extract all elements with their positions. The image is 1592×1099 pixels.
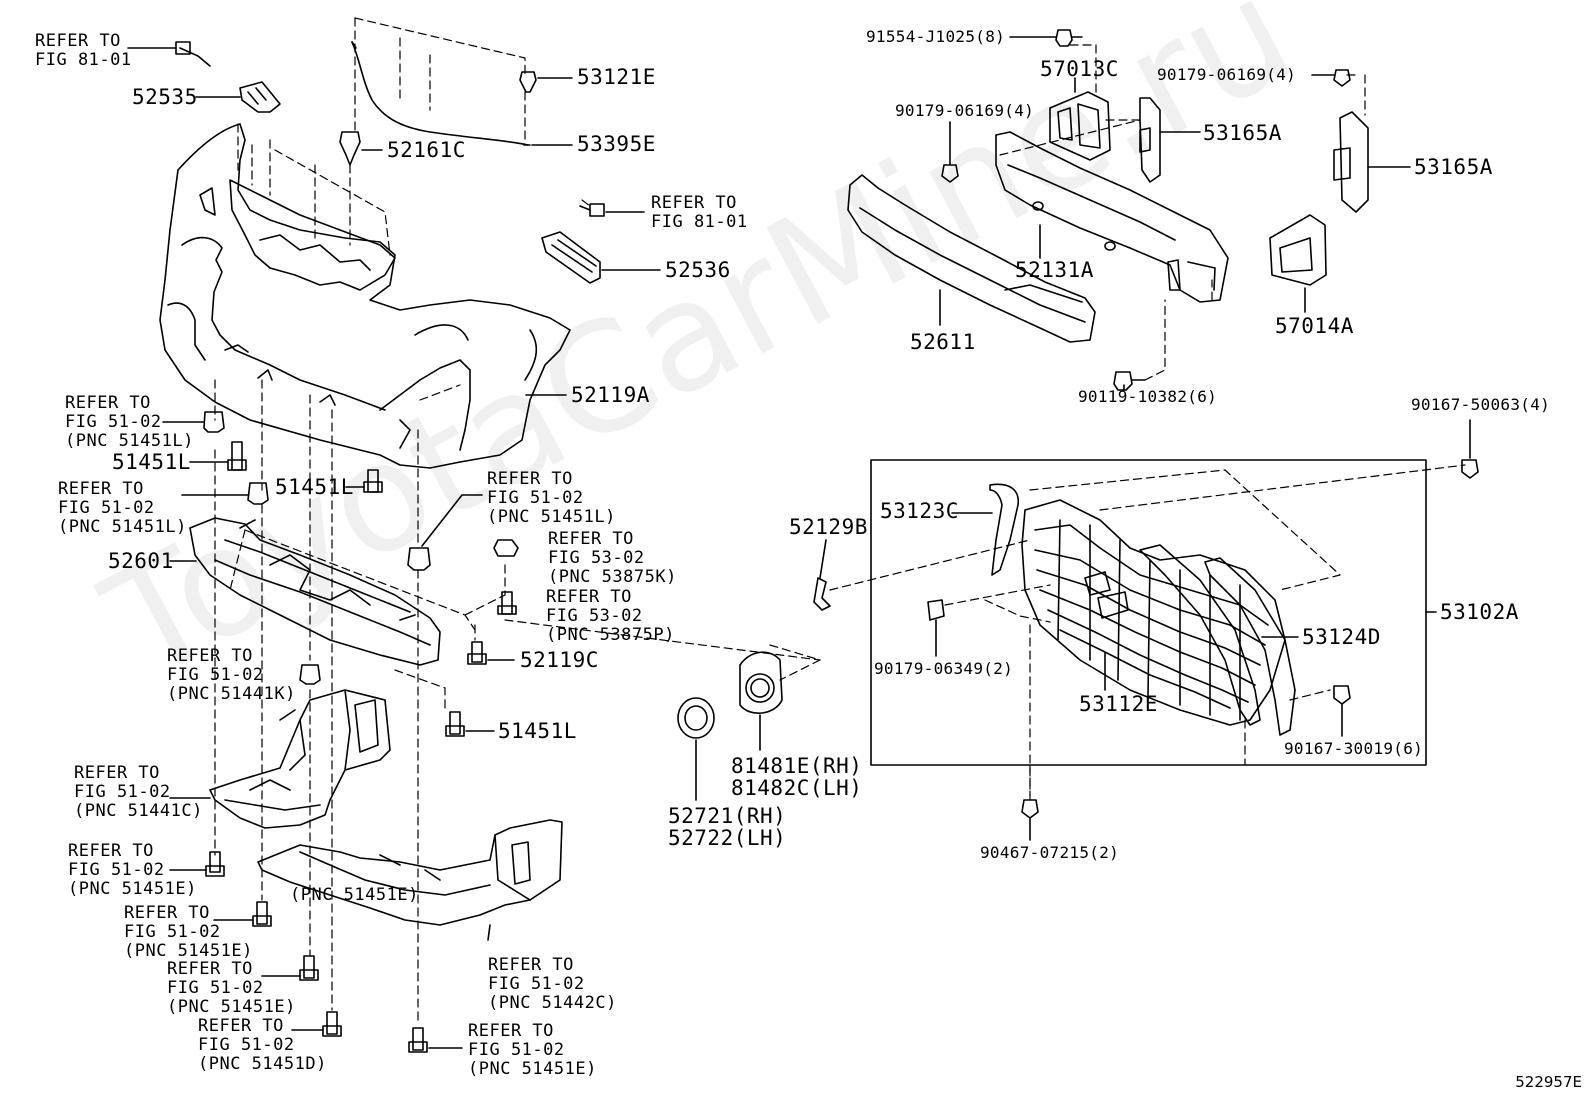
label-refer-51441C: REFER TO FIG 51-02 (PNC 51441C) — [74, 763, 203, 821]
label-53112E: 53112E — [1079, 692, 1158, 716]
clip-52535 — [175, 41, 281, 113]
undercover-51441C — [209, 689, 391, 829]
label-refer-51451E-a: REFER TO FIG 51-02 (PNC 51451E) — [68, 841, 197, 899]
label-52535: 52535 — [132, 85, 198, 109]
label-51451L-c: 51451L — [498, 719, 577, 743]
clip-51441K — [299, 664, 321, 685]
label-52131A: 52131A — [1015, 258, 1094, 282]
molding-53124D — [1139, 544, 1296, 736]
leader-refer-51442C — [487, 924, 491, 941]
bolt-51451D — [322, 1011, 342, 1037]
reinforcement-52131A — [995, 131, 1229, 303]
bracket-53165A-left — [1139, 97, 1161, 183]
absorber-52611 — [847, 174, 1096, 343]
label-53102A: 53102A — [1440, 600, 1519, 624]
label-refer-51442C: REFER TO FIG 51-02 (PNC 51442C) — [488, 955, 617, 1013]
label-57013C: 57013C — [1040, 57, 1119, 81]
label-53165A-left: 53165A — [1203, 121, 1282, 145]
label-52536: 52536 — [665, 258, 731, 282]
nut-90179-left — [941, 164, 959, 183]
label-51451L-b: 51451L — [275, 475, 354, 499]
label-57014A: 57014A — [1275, 314, 1354, 338]
label-refer-51451L-c: REFER TO FIG 51-02 (PNC 51451L) — [487, 469, 616, 527]
label-52601: 52601 — [108, 549, 174, 573]
clip-53121E — [519, 71, 537, 93]
bolt-51451E-a — [205, 851, 225, 877]
bracket-52536 — [541, 203, 605, 284]
molding-53123C — [989, 483, 1019, 576]
label-pnc-51451E-mid: (PNC 51451E) — [290, 885, 419, 905]
label-90179-06169-left: 90179-06169(4) — [895, 101, 1035, 120]
clip-52161C — [339, 131, 361, 166]
bolt-51451E-c — [299, 955, 319, 981]
label-90119-10382: 90119-10382(6) — [1078, 387, 1218, 406]
label-refer-81-01-a: REFER TO FIG 81-01 — [35, 31, 132, 70]
bracket-57014A — [1269, 214, 1327, 286]
bracket-53165A-right — [1333, 111, 1369, 213]
label-refer-51441K: REFER TO FIG 51-02 (PNC 51441K) — [167, 646, 296, 704]
label-81481E-81482C: 81481E(RH) 81482C(LH) — [731, 754, 863, 800]
seal-53395E — [351, 41, 529, 146]
fog-cover-81481E — [739, 651, 783, 714]
label-52161C: 52161C — [387, 138, 466, 162]
support-52601 — [189, 517, 441, 666]
bumper-cover-52119A — [159, 123, 571, 469]
clip-51451L-lower — [247, 482, 269, 505]
nut-90179-right — [1333, 69, 1351, 87]
label-90167-30019: 90167-30019(6) — [1284, 739, 1424, 758]
label-53124D: 53124D — [1302, 625, 1381, 649]
clip-90179-06349 — [927, 599, 945, 621]
clip-90467-07215 — [1021, 799, 1039, 819]
label-51451L-a: 51451L — [112, 450, 191, 474]
bolt-51451L-b — [363, 469, 383, 493]
bolt-52119C — [467, 641, 487, 665]
bolt-91554-J1025 — [1055, 29, 1083, 47]
bolt-90119 — [1113, 371, 1146, 391]
diagram-id: 522957E — [1515, 1073, 1582, 1091]
bolt-51451E-b — [252, 901, 272, 927]
label-53165A-right: 53165A — [1414, 155, 1493, 179]
clip-51451L-upper — [203, 411, 225, 433]
bolt-51451L-c — [445, 711, 465, 737]
clip-52129B — [813, 577, 831, 611]
label-refer-51451D: REFER TO FIG 51-02 (PNC 51451D) — [198, 1016, 327, 1074]
label-52119C: 52119C — [520, 648, 599, 672]
fog-ring-52721 — [677, 697, 715, 739]
label-90179-06169-right: 90179-06169(4) — [1157, 65, 1297, 84]
bolt-90167-30019 — [1333, 685, 1351, 705]
clip-51451L-right — [407, 547, 431, 571]
label-91554-J1025: 91554-J1025(8) — [866, 27, 1006, 46]
label-53123C: 53123C — [880, 499, 959, 523]
label-refer-53875K: REFER TO FIG 53-02 (PNC 53875K) — [548, 529, 677, 587]
label-refer-51451L-b: REFER TO FIG 51-02 (PNC 51451L) — [58, 479, 187, 537]
bolt-90167-50063 — [1461, 459, 1479, 479]
label-refer-81-01-b: REFER TO FIG 81-01 — [651, 193, 748, 232]
bracket-57013C — [1049, 91, 1111, 161]
label-refer-51451E-d: REFER TO FIG 51-02 (PNC 51451E) — [468, 1021, 597, 1079]
label-52129B: 52129B — [789, 515, 868, 539]
label-refer-51451E-b: REFER TO FIG 51-02 (PNC 51451E) — [124, 903, 253, 961]
label-53121E: 53121E — [577, 65, 656, 89]
clip-53875K — [493, 539, 519, 557]
label-90179-06349: 90179-06349(2) — [874, 659, 1014, 678]
label-90167-50063: 90167-50063(4) — [1411, 395, 1551, 414]
label-refer-51451E-c: REFER TO FIG 51-02 (PNC 51451E) — [167, 959, 296, 1017]
label-90467-07215: 90467-07215(2) — [980, 843, 1120, 862]
label-53395E: 53395E — [577, 132, 656, 156]
label-52611: 52611 — [910, 330, 976, 354]
leader-refer-51451L-c — [421, 494, 483, 547]
bolt-51451E-d — [408, 1027, 428, 1053]
leader-52129B — [819, 539, 827, 579]
label-52119A: 52119A — [571, 383, 650, 407]
bolt-51451L-a — [227, 441, 247, 471]
label-refer-53875P: REFER TO FIG 53-02 (PNC 53875P) — [546, 587, 675, 645]
undercover-51442C — [257, 819, 563, 926]
label-52721-52722: 52721(RH) 52722(LH) — [668, 804, 787, 850]
label-refer-51451L-a: REFER TO FIG 51-02 (PNC 51451L) — [65, 393, 194, 451]
bolt-53875P — [497, 591, 517, 615]
